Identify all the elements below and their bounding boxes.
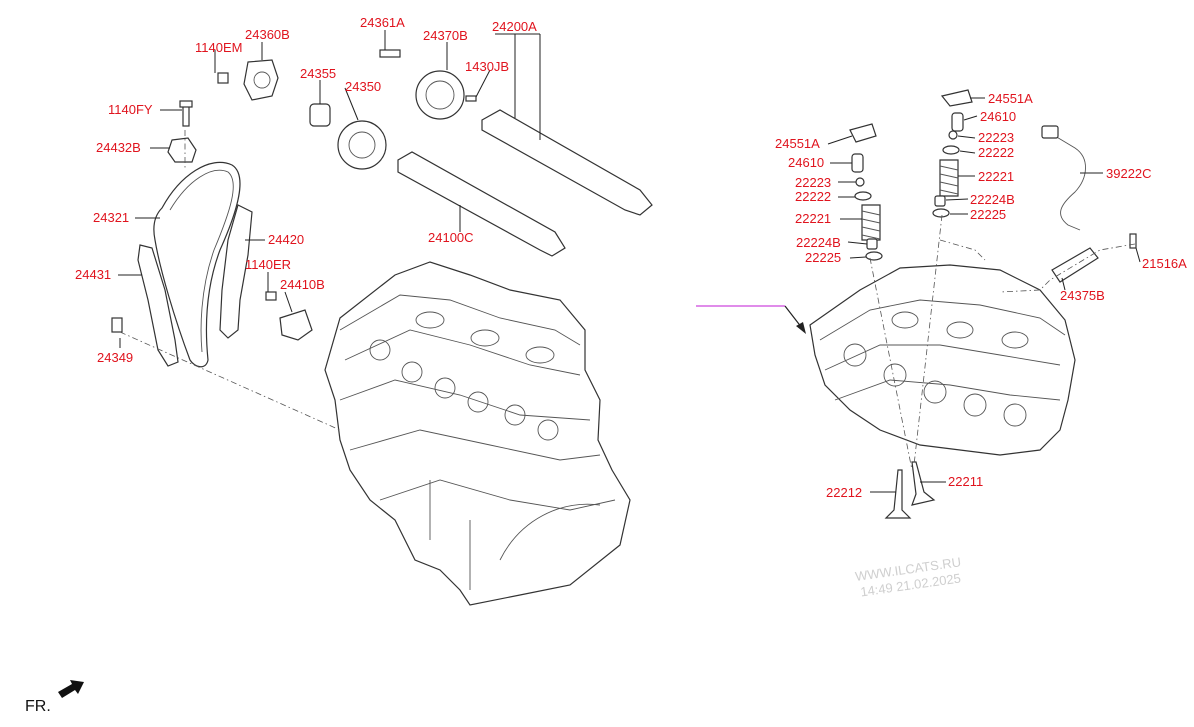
label-22222-left: 22222 xyxy=(795,189,831,204)
bolt-1140ER xyxy=(265,291,277,301)
label-1140ER: 1140ER xyxy=(245,257,291,272)
sensor-24349 xyxy=(111,317,123,333)
label-22223-left: 22223 xyxy=(795,175,831,190)
label-22223-right: 22223 xyxy=(978,130,1014,145)
bracket-24432B xyxy=(167,137,197,163)
harness-39222C xyxy=(1044,129,1086,231)
sprocket-24370B xyxy=(415,70,465,120)
label-24420: 24420 xyxy=(268,232,304,247)
label-24410B: 24410B xyxy=(280,277,325,292)
label-24432B: 24432B xyxy=(96,140,141,155)
camshaft-24100C xyxy=(397,151,566,257)
label-24349: 24349 xyxy=(97,350,133,365)
label-22221-right: 22221 xyxy=(978,169,1014,184)
tensioner-24410B xyxy=(279,309,313,341)
small-parts-left xyxy=(111,49,653,341)
pin-1430JB xyxy=(465,95,477,102)
valve-22212 xyxy=(884,469,912,519)
bolt-1140EM xyxy=(217,72,229,84)
label-24100C: 24100C xyxy=(428,230,474,245)
label-39222C: 39222C xyxy=(1106,166,1152,181)
sprocket-24350 xyxy=(337,120,387,170)
watermark: WWW.ILCATS.RU 14:49 21.02.2025 xyxy=(854,554,962,599)
label-22212: 22212 xyxy=(826,485,862,500)
reference-pointer xyxy=(696,305,806,334)
label-22211: 22211 xyxy=(948,474,983,489)
chain-guide-24420 xyxy=(219,204,253,339)
bolt-24355 xyxy=(309,103,331,127)
label-24360B: 24360B xyxy=(245,27,290,42)
assembly-lines xyxy=(119,130,1136,471)
part-labels: 24360B 1140EM 24361A 24370B 24200A 1430J… xyxy=(75,15,1187,500)
front-arrow-icon xyxy=(58,680,84,698)
label-24355: 24355 xyxy=(300,66,336,81)
valve-22211 xyxy=(911,461,936,506)
leader-lines xyxy=(118,30,1141,493)
retainer-22222-left xyxy=(854,191,872,201)
front-label: FR. xyxy=(25,698,51,715)
seal-22224B-left xyxy=(866,238,878,250)
label-24350: 24350 xyxy=(345,79,381,94)
rocker-24551A-left xyxy=(849,123,877,143)
chain-guide-24431 xyxy=(137,244,179,367)
timing-chain-assembly xyxy=(137,137,253,368)
keeper-22223-left xyxy=(855,177,865,187)
engine-block-left xyxy=(324,261,631,606)
label-1140EM: 1140EM xyxy=(195,40,242,55)
label-24610-right: 24610 xyxy=(980,109,1016,124)
label-1430JB: 1430JB xyxy=(465,59,509,74)
lash-adjuster-24610-left xyxy=(851,153,864,173)
cylinder-head-right xyxy=(809,264,1076,456)
cvvt-24360B xyxy=(243,59,279,101)
seat-22225-left xyxy=(865,251,883,261)
label-22224B-left: 22224B xyxy=(796,235,841,250)
ocv-24375B xyxy=(1051,247,1099,283)
label-22225-left: 22225 xyxy=(805,250,841,265)
bolt-24361A xyxy=(379,49,401,58)
label-24200A: 24200A xyxy=(492,19,537,34)
retainer-22222-right xyxy=(942,145,960,155)
label-21516A: 21516A xyxy=(1142,256,1187,271)
valve-train-parts xyxy=(849,89,1137,519)
label-1140FY: 1140FY xyxy=(108,102,153,117)
label-22224B-right: 22224B xyxy=(970,192,1015,207)
bolt-21516A xyxy=(1129,233,1137,249)
seat-22225-right xyxy=(932,208,950,218)
camshaft-24200A xyxy=(481,109,653,216)
label-24551A-left: 24551A xyxy=(775,136,820,151)
label-22225-right: 22225 xyxy=(970,207,1006,222)
label-22221-left: 22221 xyxy=(795,211,831,226)
label-24370B: 24370B xyxy=(423,28,468,43)
front-orientation-marker: FR. xyxy=(25,680,84,715)
seal-22224B-right xyxy=(934,195,946,207)
label-24610-left: 24610 xyxy=(788,155,824,170)
label-24431: 24431 xyxy=(75,267,111,282)
label-24361A: 24361A xyxy=(360,15,405,30)
timing-chain xyxy=(153,161,241,368)
rocker-24551A-right xyxy=(940,89,973,107)
label-24321: 24321 xyxy=(93,210,129,225)
label-24551A-right: 24551A xyxy=(988,91,1033,106)
label-24375B: 24375B xyxy=(1060,288,1105,303)
lash-adjuster-24610-right xyxy=(951,112,964,132)
label-22222-right: 22222 xyxy=(978,145,1014,160)
keeper-22223-right xyxy=(948,130,958,140)
